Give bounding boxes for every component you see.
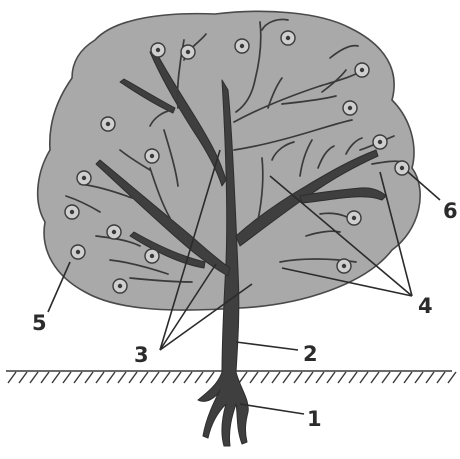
ground-hatch-mark bbox=[74, 372, 82, 383]
ground-hatch-mark bbox=[327, 372, 335, 383]
ground-hatch-mark bbox=[41, 372, 49, 383]
leader-line-trunk bbox=[236, 342, 298, 350]
callout-crown: 5 bbox=[32, 311, 47, 335]
ground-hatch-mark bbox=[151, 372, 159, 383]
ground-hatch-mark bbox=[426, 372, 434, 383]
ground-hatch-mark bbox=[316, 372, 324, 383]
ground-hatch-mark bbox=[8, 372, 16, 383]
bud bbox=[337, 259, 351, 273]
bud bbox=[77, 171, 91, 185]
ground-hatch-mark bbox=[393, 372, 401, 383]
ground-hatch-mark bbox=[96, 372, 104, 383]
ground-hatch-mark bbox=[448, 372, 456, 383]
bud bbox=[145, 149, 159, 163]
bud bbox=[347, 211, 361, 225]
ground-hatch-mark bbox=[338, 372, 346, 383]
ground-hatch-mark bbox=[415, 372, 423, 383]
ground-hatch-mark bbox=[250, 372, 258, 383]
bud-dot bbox=[118, 284, 122, 288]
ground-hatch-mark bbox=[129, 372, 137, 383]
leader-line-roots bbox=[240, 404, 304, 414]
bud-dot bbox=[378, 140, 382, 144]
bud bbox=[343, 101, 357, 115]
bud bbox=[145, 249, 159, 263]
bud-dot bbox=[150, 154, 154, 158]
bud-dot bbox=[286, 36, 290, 40]
bud-dot bbox=[186, 50, 190, 54]
bud-dot bbox=[400, 166, 404, 170]
callout-buds: 6 bbox=[443, 199, 458, 223]
callout-trunk: 2 bbox=[303, 342, 318, 366]
ground-hatch-mark bbox=[118, 372, 126, 383]
ground-hatch-mark bbox=[173, 372, 181, 383]
ground-hatch-mark bbox=[162, 372, 170, 383]
ground-hatch-mark bbox=[184, 372, 192, 383]
bud bbox=[373, 135, 387, 149]
bud bbox=[71, 245, 85, 259]
bud bbox=[151, 43, 165, 57]
ground-hatch-mark bbox=[239, 372, 247, 383]
bud-dot bbox=[150, 254, 154, 258]
callout-roots: 1 bbox=[307, 407, 322, 431]
ground-hatch-mark bbox=[206, 372, 214, 383]
bud-dot bbox=[82, 176, 86, 180]
ground-hatch-mark bbox=[30, 372, 38, 383]
callout-overgrowing-branches: 4 bbox=[418, 294, 433, 318]
ground-hatch-mark bbox=[360, 372, 368, 383]
bud-dot bbox=[352, 216, 356, 220]
bud-dot bbox=[342, 264, 346, 268]
bud bbox=[395, 161, 409, 175]
bud bbox=[65, 205, 79, 219]
ground-hatch-mark bbox=[52, 372, 60, 383]
ground-hatch-mark bbox=[85, 372, 93, 383]
bud-dot bbox=[156, 48, 160, 52]
ground-hatch-mark bbox=[382, 372, 390, 383]
bud bbox=[235, 39, 249, 53]
ground-hatch-mark bbox=[294, 372, 302, 383]
callout-skeletal-branches: 3 bbox=[134, 343, 149, 367]
bud-dot bbox=[348, 106, 352, 110]
bud-dot bbox=[112, 230, 116, 234]
bud bbox=[113, 279, 127, 293]
ground-hatch-mark bbox=[305, 372, 313, 383]
bud bbox=[181, 45, 195, 59]
ground-hatch-mark bbox=[349, 372, 357, 383]
bud-dot bbox=[360, 68, 364, 72]
ground-hatch-mark bbox=[261, 372, 269, 383]
ground-hatch-mark bbox=[19, 372, 27, 383]
ground-hatch-mark bbox=[107, 372, 115, 383]
ground-hatch-mark bbox=[404, 372, 412, 383]
bud bbox=[281, 31, 295, 45]
ground-hatch-mark bbox=[371, 372, 379, 383]
ground-hatch-mark bbox=[140, 372, 148, 383]
bud bbox=[107, 225, 121, 239]
ground-hatch-mark bbox=[437, 372, 445, 383]
ground-hatch-mark bbox=[272, 372, 280, 383]
ground-hatch-mark bbox=[195, 372, 203, 383]
bud bbox=[101, 117, 115, 131]
bud-dot bbox=[106, 122, 110, 126]
bud-dot bbox=[76, 250, 80, 254]
ground-hatch-mark bbox=[63, 372, 71, 383]
ground-hatch-mark bbox=[283, 372, 291, 383]
bud-dot bbox=[240, 44, 244, 48]
bud-dot bbox=[70, 210, 74, 214]
bud bbox=[355, 63, 369, 77]
